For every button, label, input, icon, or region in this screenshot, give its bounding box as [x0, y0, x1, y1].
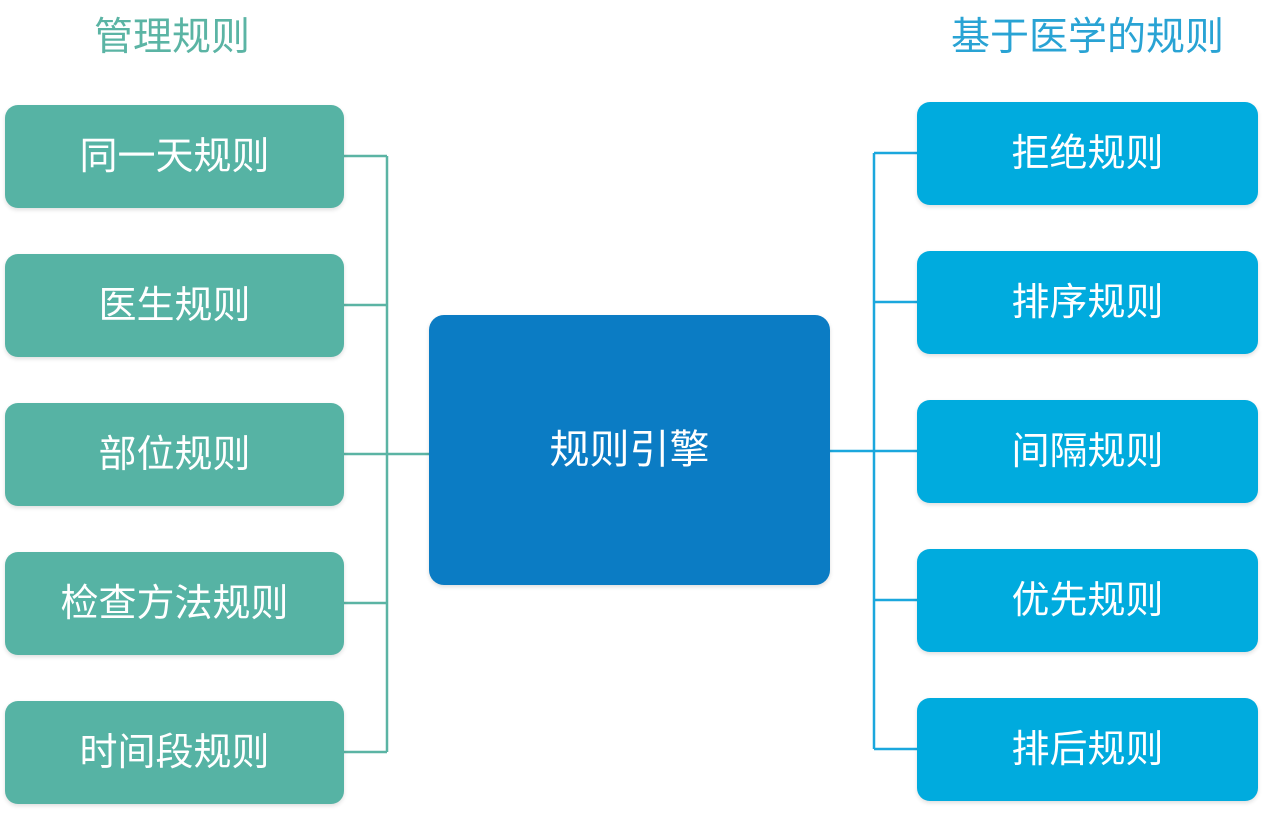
right-node-3[interactable]: 间隔规则 [917, 400, 1258, 503]
right-node-1[interactable]: 拒绝规则 [917, 102, 1258, 205]
right-node-5[interactable]: 排后规则 [917, 698, 1258, 801]
left-node-3-label: 部位规则 [98, 433, 251, 476]
left-node-1[interactable]: 同一天规则 [5, 105, 344, 208]
center-node-label: 规则引擎 [549, 428, 710, 472]
right-node-2[interactable]: 排序规则 [917, 251, 1258, 354]
right-node-2-label: 排序规则 [1011, 281, 1164, 324]
right-group-header: 基于医学的规则 [950, 16, 1224, 59]
right-node-4[interactable]: 优先规则 [917, 549, 1258, 652]
right-node-5-label: 排后规则 [1011, 728, 1164, 771]
right-node-1-label: 拒绝规则 [1011, 132, 1164, 175]
left-node-5[interactable]: 时间段规则 [5, 701, 344, 804]
left-node-2[interactable]: 医生规则 [5, 254, 344, 357]
right-node-3-label: 间隔规则 [1011, 430, 1164, 473]
center-node[interactable]: 规则引擎 [429, 315, 830, 585]
left-node-3[interactable]: 部位规则 [5, 403, 344, 506]
left-group-header: 管理规则 [93, 16, 250, 59]
right-node-4-label: 优先规则 [1011, 579, 1164, 622]
left-node-1-label: 同一天规则 [79, 135, 270, 178]
left-node-2-label: 医生规则 [98, 284, 251, 327]
left-node-4[interactable]: 检查方法规则 [5, 552, 344, 655]
left-node-5-label: 时间段规则 [79, 731, 270, 774]
left-node-4-label: 检查方法规则 [60, 582, 289, 625]
